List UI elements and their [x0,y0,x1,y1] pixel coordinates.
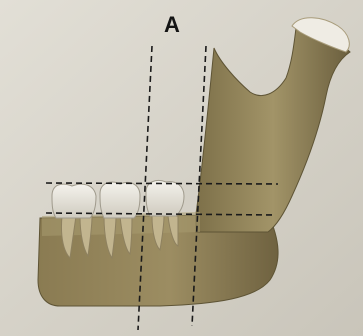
tooth-molar-2 [100,182,140,218]
tooth-crowns [52,180,184,218]
panel-label: A [164,14,180,36]
tooth-molar-3 [146,180,184,216]
